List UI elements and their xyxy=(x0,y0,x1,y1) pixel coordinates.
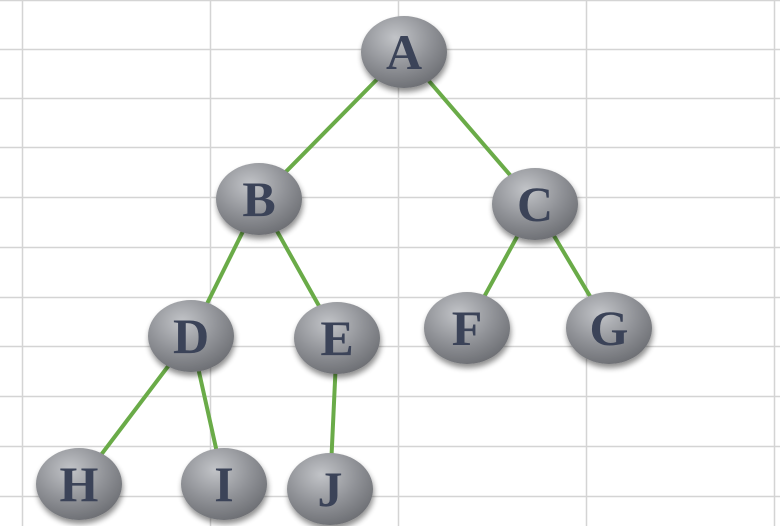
node-f-ellipse xyxy=(424,292,510,364)
node-i-ellipse xyxy=(181,448,267,520)
node-d-label: D xyxy=(173,308,209,364)
node-c: C xyxy=(492,168,578,240)
node-b-label: B xyxy=(242,171,275,227)
edge-c-f xyxy=(479,229,522,305)
node-a-label: A xyxy=(386,24,422,80)
node-j: J xyxy=(287,453,373,525)
edge-b-d xyxy=(201,224,248,312)
edge-a-b xyxy=(278,73,383,179)
edge-c-g xyxy=(549,229,596,305)
node-h-label: H xyxy=(60,456,99,512)
node-b: B xyxy=(216,163,302,235)
node-a: A xyxy=(361,16,447,88)
tree-edges xyxy=(95,73,596,464)
node-h: H xyxy=(36,448,122,520)
edge-e-j xyxy=(329,365,338,464)
tree-nodes: A B C D E F G H I J xyxy=(36,16,652,525)
node-f: F xyxy=(424,292,510,364)
node-i-label: I xyxy=(214,456,233,512)
node-e-label: E xyxy=(320,310,353,366)
node-g-label: G xyxy=(590,300,629,356)
edge-d-i xyxy=(195,363,220,459)
node-h-ellipse xyxy=(36,448,122,520)
edge-d-h xyxy=(95,359,174,462)
node-j-ellipse xyxy=(287,453,373,525)
node-c-ellipse xyxy=(492,168,578,240)
node-c-label: C xyxy=(517,176,553,232)
node-e-ellipse xyxy=(294,302,380,374)
node-d: D xyxy=(148,300,234,372)
node-g: G xyxy=(566,292,652,364)
node-g-ellipse xyxy=(566,292,652,364)
node-e: E xyxy=(294,302,380,374)
node-a-ellipse xyxy=(361,16,447,88)
edge-b-e xyxy=(272,224,325,315)
node-i: I xyxy=(181,448,267,520)
edge-a-c xyxy=(423,74,518,183)
node-d-ellipse xyxy=(148,300,234,372)
node-j-label: J xyxy=(318,461,343,517)
node-b-ellipse xyxy=(216,163,302,235)
node-f-label: F xyxy=(452,300,483,356)
